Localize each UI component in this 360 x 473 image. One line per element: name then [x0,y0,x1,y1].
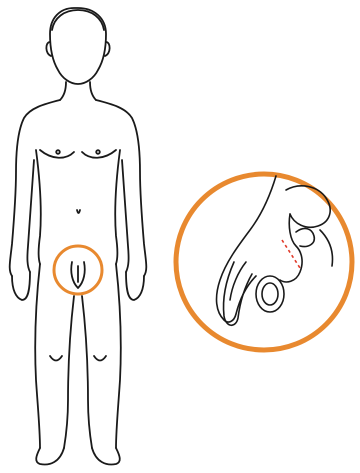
neck-left [60,82,66,100]
left-leg-inner [64,296,74,448]
human-body-outline-icon [10,8,147,464]
inset-circle [176,174,352,350]
head-outline [50,8,106,84]
right-foot [92,448,120,464]
neck-right [90,82,96,100]
right-leg-inner [82,296,92,448]
torso-right-outline [96,100,146,276]
right-inner-arm [122,160,129,272]
navel [77,210,80,213]
torso-left-outline [10,100,60,276]
right-knee [94,356,106,361]
left-leg-outer [35,264,40,448]
right-nipple [96,150,100,154]
right-hand [126,272,144,300]
left-hand [12,272,30,300]
right-leg-outer [116,264,121,448]
left-inner-arm [27,160,34,272]
left-nipple [56,150,60,154]
left-foot [36,448,64,464]
left-knee [50,356,62,361]
waist-left [36,150,41,264]
waist-right [115,150,120,264]
cross-section-detail-icon [176,174,352,350]
